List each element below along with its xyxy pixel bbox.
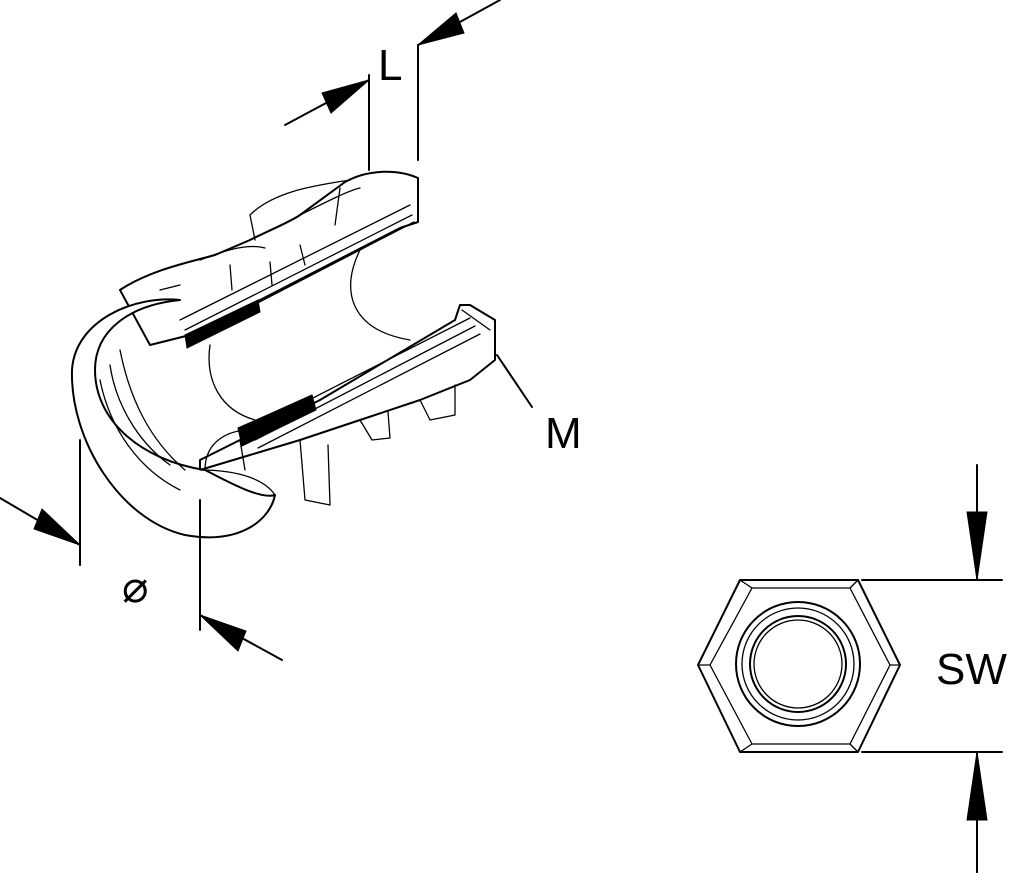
diameter-symbol: ⌀ bbox=[122, 563, 149, 612]
part-callout: M bbox=[496, 354, 582, 458]
dimension-diameter: ⌀ bbox=[0, 439, 283, 661]
outer-bore-circle bbox=[735, 601, 861, 727]
fitting-cutaway-view bbox=[70, 170, 496, 539]
upper-seal-strip bbox=[184, 299, 261, 349]
part-label: M bbox=[545, 409, 582, 458]
inner-bore-circle bbox=[749, 615, 847, 713]
lower-seal-strip bbox=[237, 394, 317, 447]
length-label: L bbox=[378, 41, 402, 90]
hex-end-view bbox=[697, 579, 901, 753]
front-ring bbox=[70, 298, 276, 539]
upper-shell bbox=[119, 170, 419, 346]
dimension-wrench-size: SW bbox=[861, 464, 1007, 873]
dimension-length: L bbox=[284, 0, 501, 171]
wrench-size-label: SW bbox=[936, 645, 1007, 694]
